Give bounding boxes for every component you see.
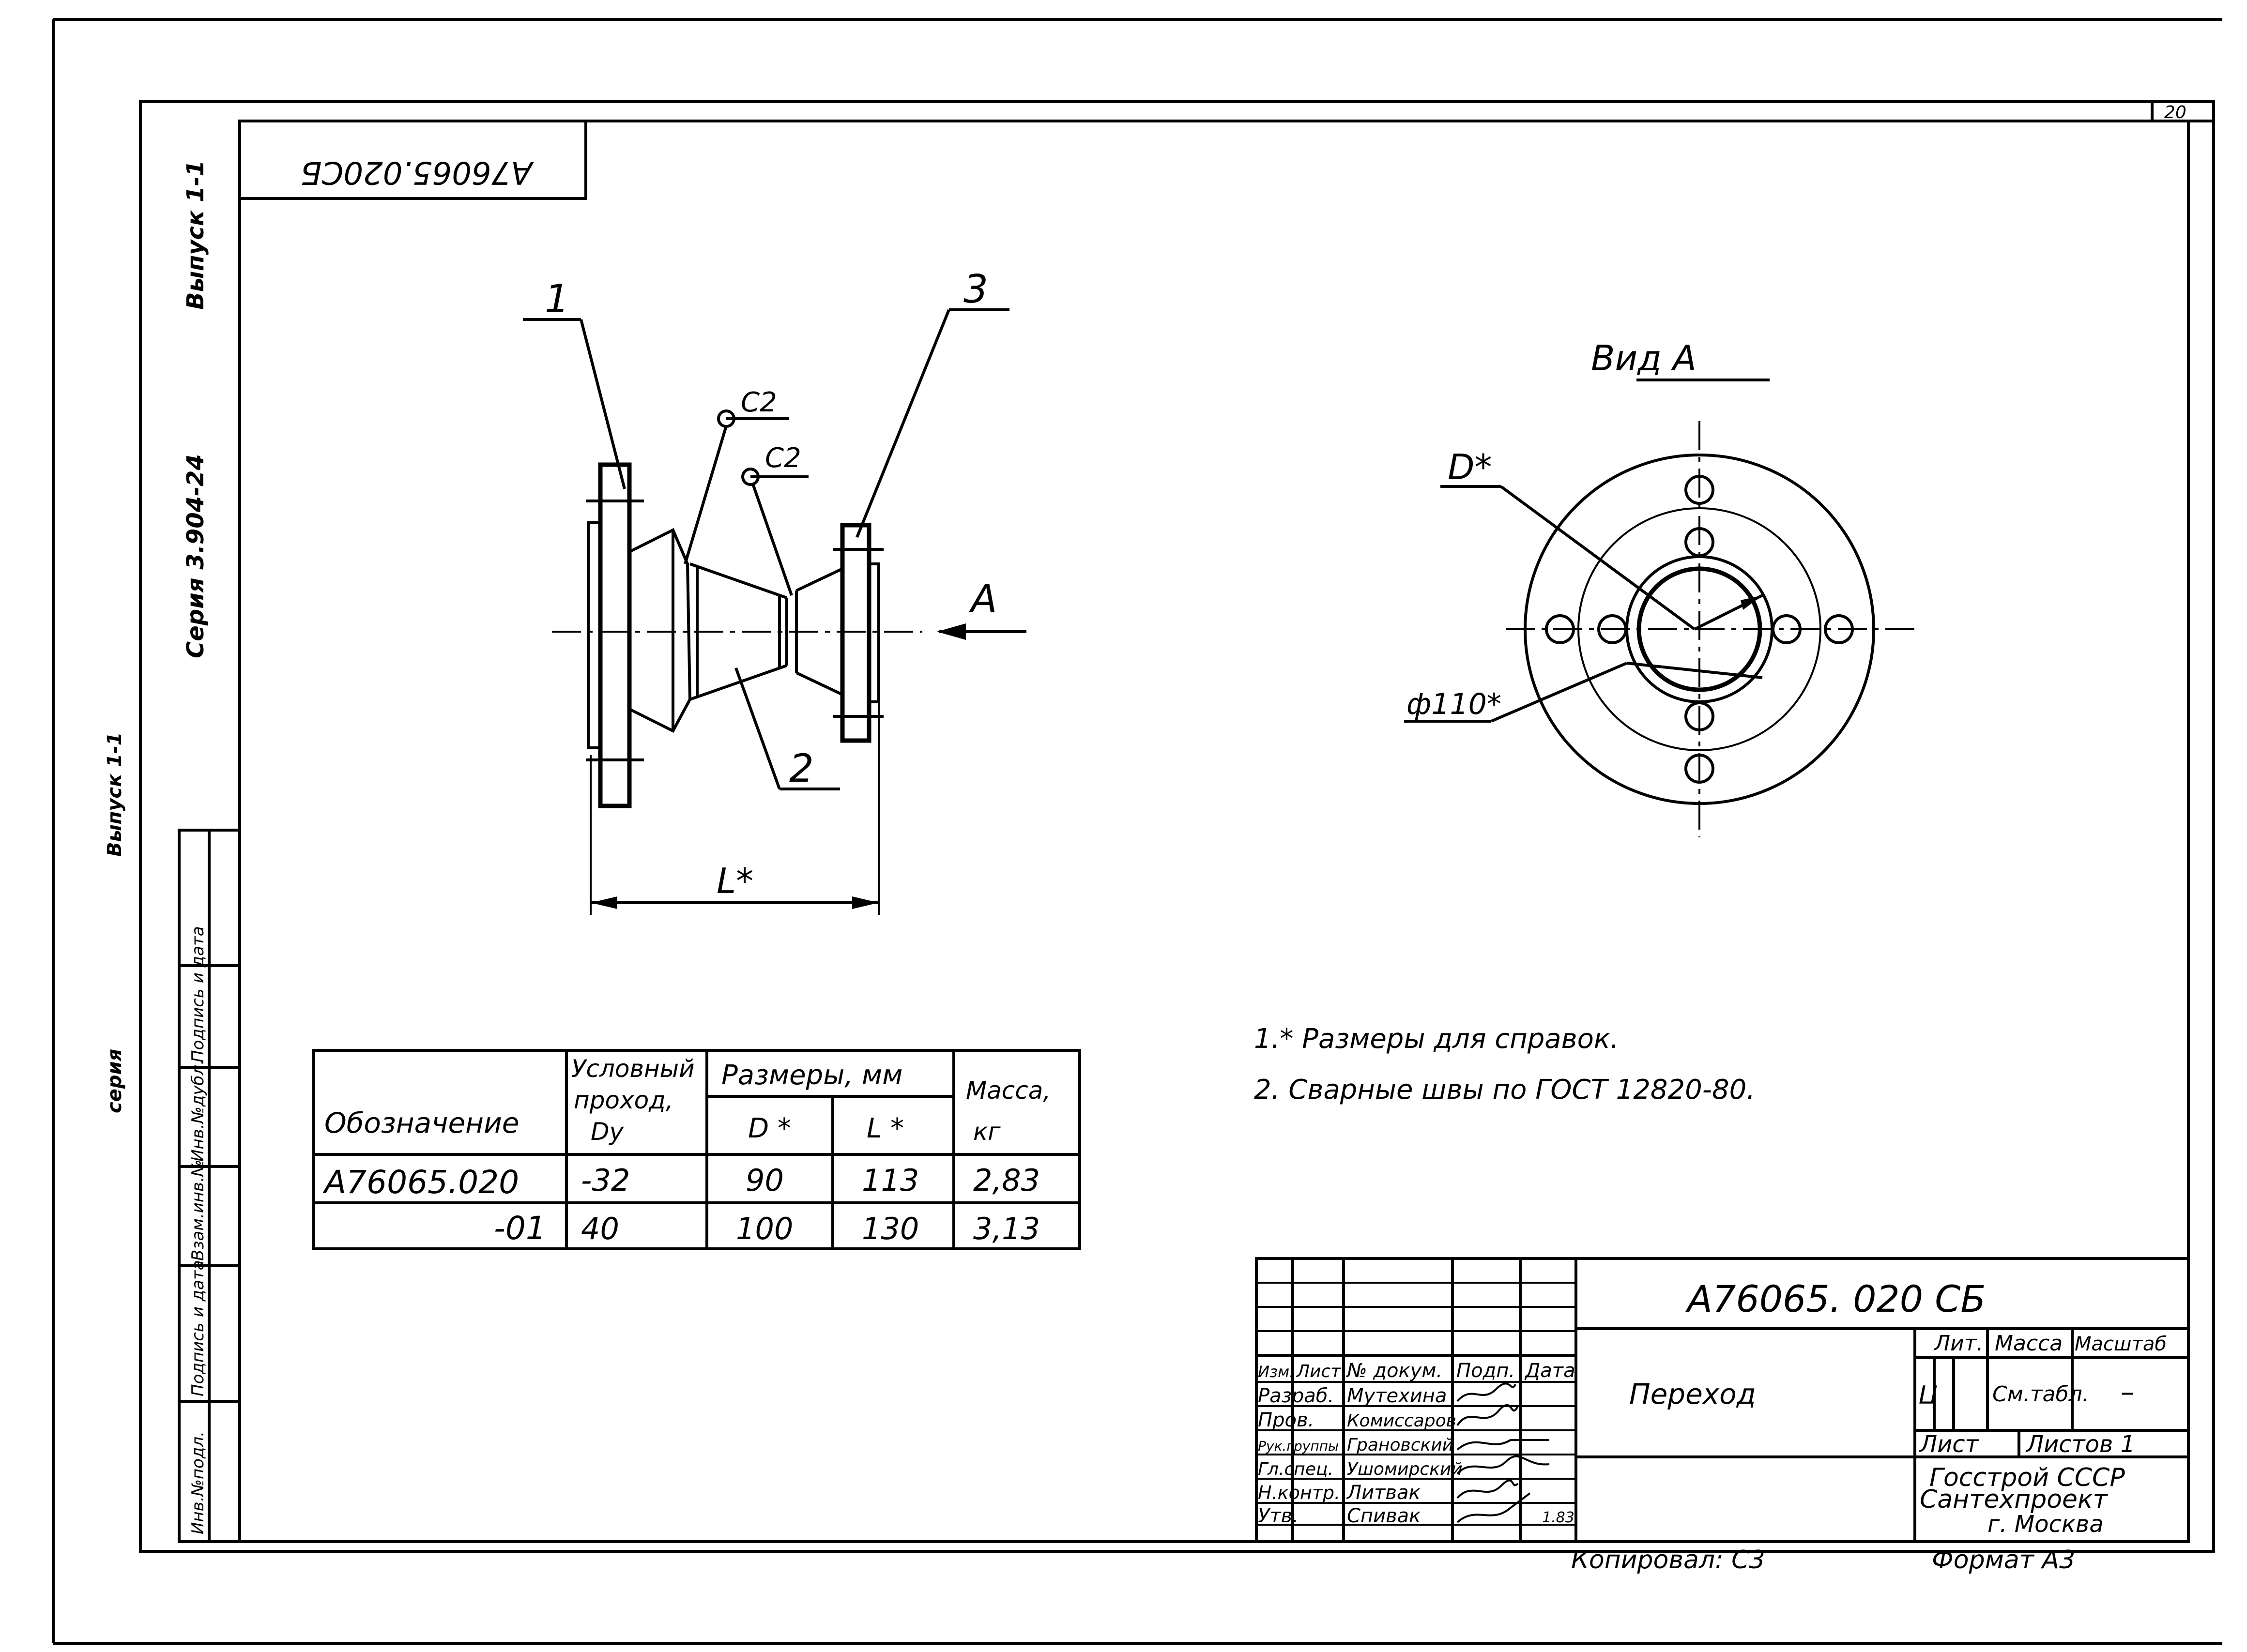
- th-mass-2: кг: [973, 1118, 1001, 1146]
- tb-col-doc: № докум.: [1346, 1360, 1442, 1382]
- side-series-label: Серия 3.904-24: [182, 454, 209, 658]
- tb-role-4: Гл.спец.: [1258, 1459, 1333, 1479]
- weld-mark-2-label: С2: [765, 442, 801, 474]
- tb-role-3: Рук.группы: [1258, 1438, 1339, 1454]
- sheet-number: 20: [2164, 103, 2186, 122]
- tb-scale-value: –: [2121, 1377, 2134, 1408]
- note-1: 1.* Размеры для справок.: [1254, 1023, 1619, 1055]
- th-dims: Размеры, мм: [721, 1060, 902, 1091]
- tb-date-note: 1.83: [1542, 1509, 1574, 1526]
- note-2: 2. Сварные швы по ГОСТ 12820-80.: [1254, 1074, 1755, 1106]
- sizes-table: [312, 1049, 1081, 1250]
- weld-mark-1-label: С2: [741, 387, 777, 418]
- row1-l: 113: [862, 1163, 919, 1198]
- tb-org-1: Госстрой СССР: [1929, 1463, 2125, 1492]
- tb-name-5: Литвак: [1346, 1482, 1421, 1504]
- row2-designation: -01: [494, 1210, 546, 1247]
- tb-col-date: Дата: [1524, 1360, 1575, 1382]
- side-issue-label: Выпуск 1-1: [182, 160, 209, 310]
- tb-org-2: Сантехпроект: [1920, 1485, 2108, 1514]
- th-designation: Обозначение: [324, 1106, 519, 1139]
- stamp-col-vzam: Взам.инв.№: [188, 1160, 208, 1261]
- stamp-col-sign-date-2: Подпись и дата: [188, 926, 208, 1062]
- tb-col-list: Лист: [1296, 1362, 1341, 1381]
- tb-code: А76065. 020 СБ: [1685, 1277, 1986, 1320]
- tb-mass-value: См.табл.: [1992, 1382, 2089, 1407]
- title-block: [1255, 1257, 2190, 1543]
- tb-name-2: Комиссаров: [1347, 1411, 1456, 1431]
- tb-col-sign: Подп.: [1456, 1360, 1515, 1382]
- row1-designation: А76065.020: [322, 1164, 519, 1201]
- callout-3-label: 3: [963, 267, 988, 312]
- row1-dy: -32: [581, 1163, 630, 1198]
- tb-name-6: Спивак: [1347, 1505, 1421, 1527]
- tb-format: Формат А3: [1932, 1546, 2075, 1575]
- margin-issue-label: Выпуск 1-1: [104, 732, 126, 857]
- tb-role-2: Пров.: [1258, 1409, 1314, 1431]
- tb-name-1: Мутехина: [1347, 1385, 1447, 1407]
- tb-name: Переход: [1629, 1378, 1756, 1410]
- th-bore-2: проход,: [574, 1086, 673, 1114]
- length-dimension-label: L*: [717, 861, 753, 901]
- tb-mass-label: Масса: [1995, 1331, 2063, 1356]
- view-arrow: [937, 623, 1026, 640]
- view-dim-d-leader: [1440, 485, 1763, 631]
- callout-3: [856, 308, 1009, 538]
- tb-lit-label: Лит.: [1933, 1331, 1983, 1356]
- row2-dy: 40: [581, 1211, 619, 1246]
- sheet-border: [52, 18, 2222, 1645]
- doc-code-rotated: А76065.020СБ: [301, 154, 534, 190]
- row1-d: 90: [746, 1163, 784, 1198]
- callout-2-label: 2: [789, 746, 814, 791]
- view-dim-d-label: D*: [1448, 447, 1492, 487]
- tb-sheets-label: Листов 1: [2025, 1431, 2135, 1458]
- row2-l: 130: [862, 1211, 919, 1246]
- reducer-side-view: [552, 462, 922, 808]
- callout-2: [734, 667, 840, 790]
- table-row: А76065.020 -32 90 113 2,83: [322, 1163, 1040, 1201]
- view-dim-phi-leader: [1404, 662, 1763, 723]
- length-dimension: [590, 702, 880, 915]
- row2-mass: 3,13: [973, 1211, 1040, 1246]
- weld-mark-2: [741, 468, 809, 596]
- tb-org-3: г. Москва: [1987, 1511, 2104, 1538]
- tb-role-6: Утв.: [1258, 1505, 1299, 1527]
- th-mass-1: Масса,: [966, 1076, 1051, 1105]
- doc-code-box: [238, 120, 587, 200]
- view-dim-phi-label: ф110*: [1406, 687, 1501, 721]
- view-arrow-label: А: [968, 576, 997, 621]
- th-bore-3: Dу: [591, 1118, 625, 1146]
- tb-name-4: Ушомирский: [1347, 1459, 1463, 1479]
- tb-copied: Копировал: С3: [1571, 1546, 1765, 1575]
- tb-role-1: Разраб.: [1258, 1385, 1334, 1407]
- stamp-col-sign-date-1: Подпись и дата: [188, 1260, 208, 1396]
- callout-1: [523, 318, 626, 489]
- row1-mass: 2,83: [973, 1163, 1040, 1198]
- view-a-title: Вид А: [1591, 338, 1697, 379]
- weld-mark-1: [684, 409, 789, 564]
- table-row: -01 40 100 130 3,13: [494, 1210, 1040, 1247]
- tb-role-5: Н.контр.: [1258, 1482, 1340, 1503]
- row2-d: 100: [736, 1211, 793, 1246]
- tb-lit-value: Ц: [1918, 1381, 1938, 1410]
- th-bore-1: Условный: [571, 1055, 695, 1083]
- callout-1-label: 1: [545, 276, 569, 321]
- tb-sheet-label: Лист: [1919, 1431, 1980, 1458]
- th-l: L *: [867, 1113, 904, 1144]
- signatures: [1456, 1382, 1550, 1523]
- tb-name-3: Грановский: [1347, 1435, 1453, 1455]
- margin-series-label: серия: [104, 1049, 126, 1113]
- end-view: [1506, 421, 1917, 837]
- th-d: D *: [748, 1113, 791, 1144]
- left-stamp-columns: [178, 829, 241, 1543]
- stamp-col-inv-podl: Инв.№подл.: [188, 1431, 208, 1534]
- tb-scale-label: Масштаб: [2075, 1333, 2167, 1355]
- stamp-col-inv-dubl: Инв.№дубл.: [188, 1060, 208, 1162]
- tb-col-izm: Изм.: [1258, 1363, 1294, 1381]
